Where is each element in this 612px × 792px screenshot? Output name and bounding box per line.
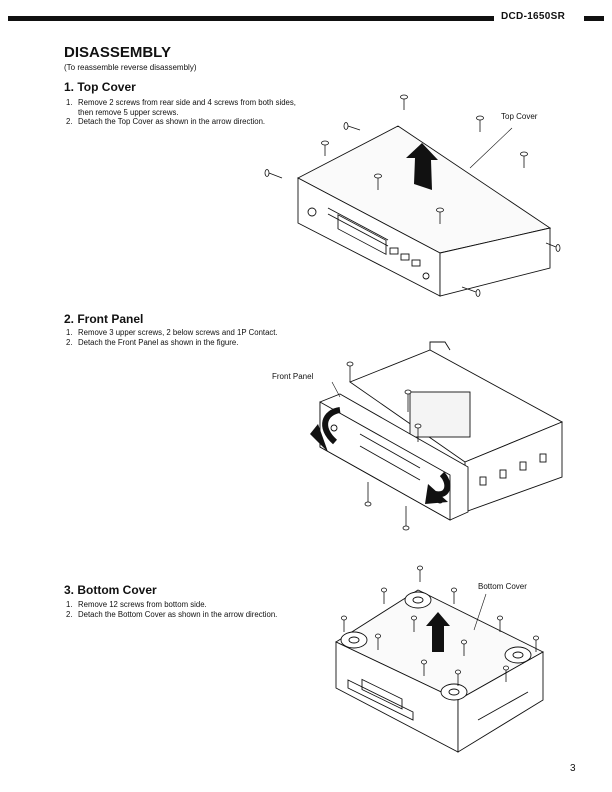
- step-text: Remove 12 screws from bottom side.: [78, 600, 207, 609]
- screw-icon: [374, 173, 382, 190]
- screw-icon: [381, 587, 387, 604]
- screw-icon: [346, 361, 354, 382]
- screw-icon: [533, 635, 539, 652]
- screw-icon: [321, 140, 329, 156]
- step-item: 1. Remove 3 upper screws, 2 below screws…: [66, 328, 278, 338]
- screw-icon: [436, 207, 444, 224]
- step-number: 1.: [66, 328, 73, 337]
- step-text: Detach the Top Cover as shown in the arr…: [78, 117, 266, 127]
- screw-icon: [497, 615, 503, 632]
- step-text: Detach the Bottom Cover as shown in the …: [78, 609, 278, 619]
- screw-icon: [411, 615, 417, 632]
- front-panel-diagram: [310, 341, 564, 531]
- screw-icon: [503, 665, 509, 682]
- steps-top-cover: 1. Remove 2 screws from rear side and 4 …: [66, 98, 296, 127]
- screw-icon: [461, 286, 481, 297]
- screw-icon: [402, 506, 410, 531]
- page-subtitle: (To reassemble reverse disassembly): [64, 63, 197, 72]
- up-arrow-icon: [426, 612, 450, 652]
- screw-icon: [404, 389, 412, 412]
- label-bottom-cover: Bottom Cover: [478, 582, 527, 591]
- step-item: 2. Detach the Top Cover as shown in the …: [66, 117, 296, 127]
- section-title-bottom-cover: 3. Bottom Cover: [64, 583, 157, 597]
- step-number: 2.: [66, 609, 73, 619]
- step-number: 2.: [66, 337, 73, 347]
- foot-icon: [440, 683, 468, 701]
- step-item: 2. Detach the Front Panel as shown in th…: [66, 338, 278, 348]
- screw-icon: [461, 639, 467, 656]
- foot-icon: [404, 591, 432, 609]
- top-cover-diagram: [264, 94, 561, 297]
- foot-icon: [504, 646, 532, 664]
- screw-icon: [264, 169, 283, 179]
- screw-icon: [341, 615, 347, 632]
- rotate-arrow-icon: [322, 407, 341, 445]
- up-arrow-icon: [406, 143, 438, 190]
- screw-icon: [520, 151, 528, 168]
- page-title: DISASSEMBLY: [64, 44, 171, 61]
- header-rule-right: [584, 16, 604, 21]
- screw-icon: [375, 633, 381, 650]
- step-text: Detach the Front Panel as shown in the f…: [78, 337, 239, 347]
- screw-icon: [400, 94, 408, 110]
- section-title-top-cover: 1. Top Cover: [64, 80, 136, 94]
- screw-icon: [364, 482, 372, 507]
- header-rule-left: [8, 16, 494, 21]
- label-top-cover: Top Cover: [501, 112, 538, 121]
- bottom-cover-diagram: [335, 565, 544, 753]
- steps-bottom-cover: 1. Remove 12 screws from bottom side. 2.…: [66, 600, 277, 619]
- section-title-front-panel: 2. Front Panel: [64, 312, 144, 326]
- screw-icon: [476, 115, 484, 132]
- screw-icon: [343, 122, 361, 131]
- label-front-panel: Front Panel: [272, 372, 314, 381]
- screw-icon: [451, 587, 457, 604]
- screw-icon: [421, 659, 427, 676]
- step-item: 1. Remove 12 screws from bottom side.: [66, 600, 277, 610]
- step-item: 1. Remove 2 screws from rear side and 4 …: [66, 98, 296, 117]
- screw-icon: [545, 242, 561, 252]
- step-number: 2.: [66, 117, 73, 127]
- step-item: 2. Detach the Bottom Cover as shown in t…: [66, 610, 277, 620]
- step-number: 1.: [66, 98, 73, 107]
- step-number: 1.: [66, 600, 73, 609]
- model-number: DCD-1650SR: [501, 11, 566, 22]
- screw-icon: [455, 669, 461, 686]
- step-text-continued: then remove 5 upper screws.: [78, 107, 179, 117]
- screw-icon: [414, 423, 422, 442]
- screw-icon: [417, 565, 423, 582]
- page-number: 3: [570, 763, 576, 774]
- step-text: Remove 3 upper screws, 2 below screws an…: [78, 328, 278, 337]
- step-text: Remove 2 screws from rear side and 4 scr…: [78, 98, 296, 107]
- foot-icon: [340, 631, 368, 649]
- steps-front-panel: 1. Remove 3 upper screws, 2 below screws…: [66, 328, 278, 347]
